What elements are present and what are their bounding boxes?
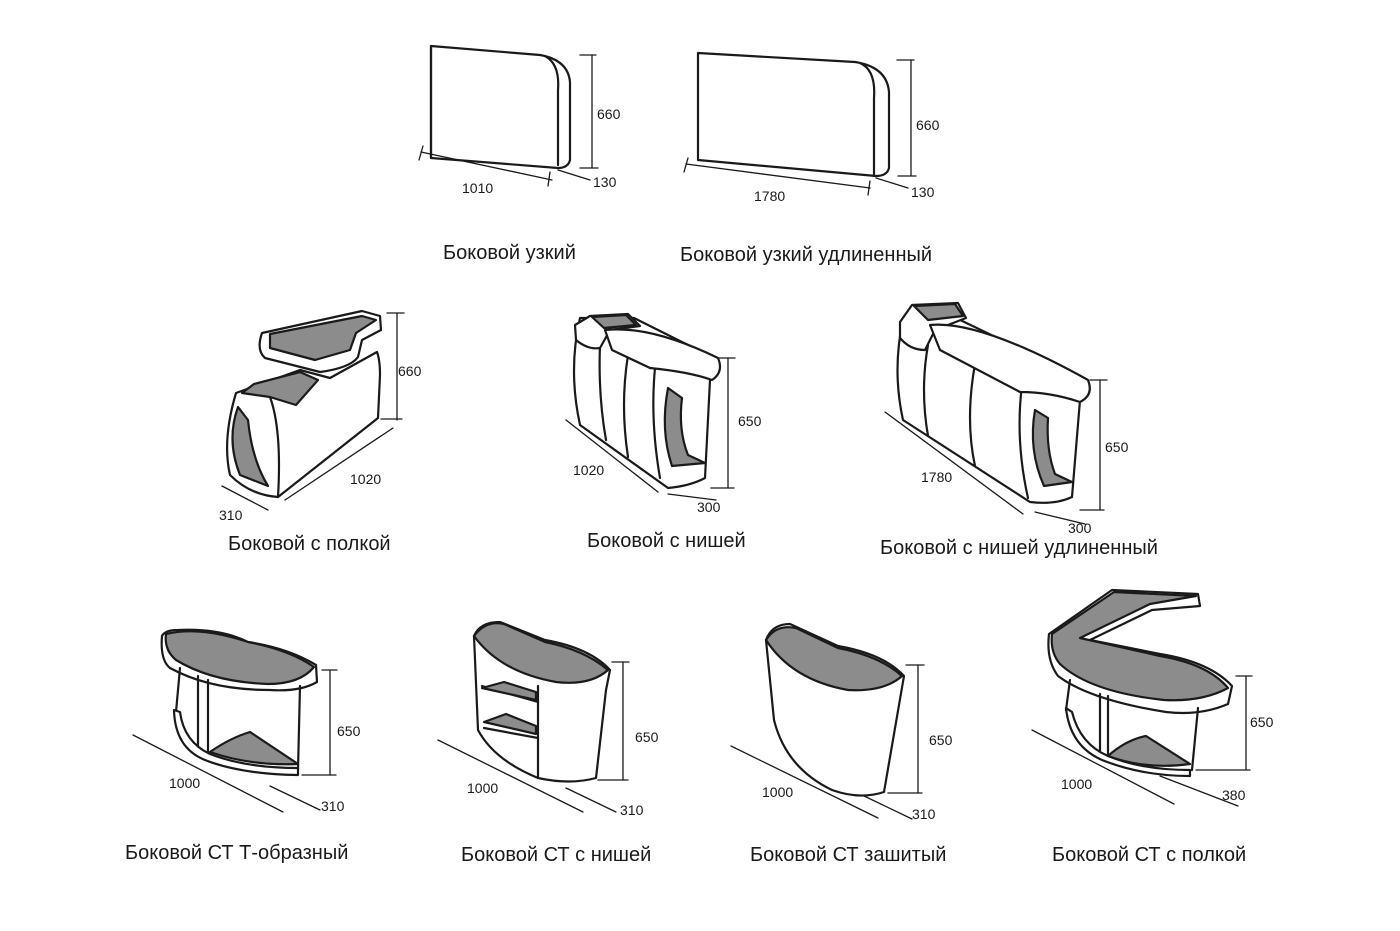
st-closed-length: 1000 (762, 784, 793, 800)
side-niche-caption: Боковой с нишей (587, 530, 746, 552)
side-narrow-length: 1010 (462, 180, 493, 196)
st-closed-height: 650 (929, 732, 953, 748)
side-narrow-long-length: 1780 (754, 188, 785, 204)
st-t-length: 1000 (169, 775, 200, 791)
side-niche-long-height: 650 (1105, 439, 1129, 455)
module-side-niche: 650 1020 300 Боковой с нишей (565, 312, 762, 552)
side-niche-height: 650 (738, 413, 762, 429)
module-side-narrow-long: 660 1780 130 Боковой узкий удлиненный (680, 51, 940, 266)
st-niche-top (472, 622, 610, 684)
shelf-top-surface (268, 314, 378, 362)
st-shelf-height: 650 (1250, 714, 1274, 730)
side-niche-long-caption: Боковой с нишей удлиненный (880, 537, 1158, 559)
st-niche-depth: 310 (620, 802, 644, 818)
module-st-t-shaped: 650 1000 310 Боковой СТ Т-образный (125, 628, 361, 864)
st-shelf-depth: 380 (1222, 787, 1246, 803)
side-narrow-height: 660 (597, 106, 621, 122)
st-closed-caption: Боковой СТ зашитый (750, 844, 946, 866)
side-narrow-body (429, 44, 572, 170)
side-niche-long-depth: 300 (1068, 520, 1092, 536)
side-niche-long-length: 1780 (921, 469, 952, 485)
st-niche-height: 650 (635, 729, 659, 745)
t-shaped-bottom (208, 730, 300, 766)
side-shelf-height: 660 (398, 363, 422, 379)
shelf-side-niche (231, 405, 270, 488)
side-narrow-caption: Боковой узкий (443, 242, 576, 264)
side-shelf-length: 1020 (350, 471, 381, 487)
side-shelf-depth: 310 (219, 507, 243, 523)
side-narrow-long-height: 660 (916, 117, 940, 133)
side-shelf-caption: Боковой с полкой (228, 533, 391, 555)
st-shelf-length: 1000 (1061, 776, 1092, 792)
side-narrow-long-body (696, 51, 891, 178)
st-shelf-top (1050, 590, 1230, 702)
module-st-closed: 650 1000 310 Боковой СТ зашитый (730, 622, 953, 866)
module-st-shelf: 650 1000 380 Боковой СТ с полкой (1031, 588, 1274, 866)
module-side-narrow: 660 1010 130 Боковой узкий (418, 44, 621, 264)
niche-cavity (663, 386, 707, 468)
side-niche-depth: 300 (697, 499, 721, 515)
st-t-height: 650 (337, 723, 361, 739)
niche-long-cavity (1031, 408, 1074, 488)
t-shaped-top (164, 630, 316, 686)
side-niche-length: 1020 (573, 462, 604, 478)
side-narrow-long-caption: Боковой узкий удлиненный (680, 244, 932, 266)
st-closed-depth: 310 (912, 806, 936, 822)
st-shelf-caption: Боковой СТ с полкой (1052, 844, 1246, 866)
st-niche-caption: Боковой СТ с нишей (461, 844, 651, 866)
module-side-niche-long: 650 1780 300 Боковой с нишей удлиненный (880, 301, 1158, 559)
side-narrow-depth: 130 (593, 174, 617, 190)
st-t-caption: Боковой СТ Т-образный (125, 842, 348, 864)
module-st-niche: 650 1000 310 Боковой СТ с нишей (437, 620, 659, 866)
st-shelf-bottom (1106, 734, 1192, 767)
st-closed-top (764, 626, 904, 692)
st-t-depth: 310 (321, 798, 345, 814)
side-narrow-long-depth: 130 (911, 184, 935, 200)
st-niche-length: 1000 (467, 780, 498, 796)
module-side-shelf: 660 1020 310 Боковой с полкой (219, 309, 422, 555)
